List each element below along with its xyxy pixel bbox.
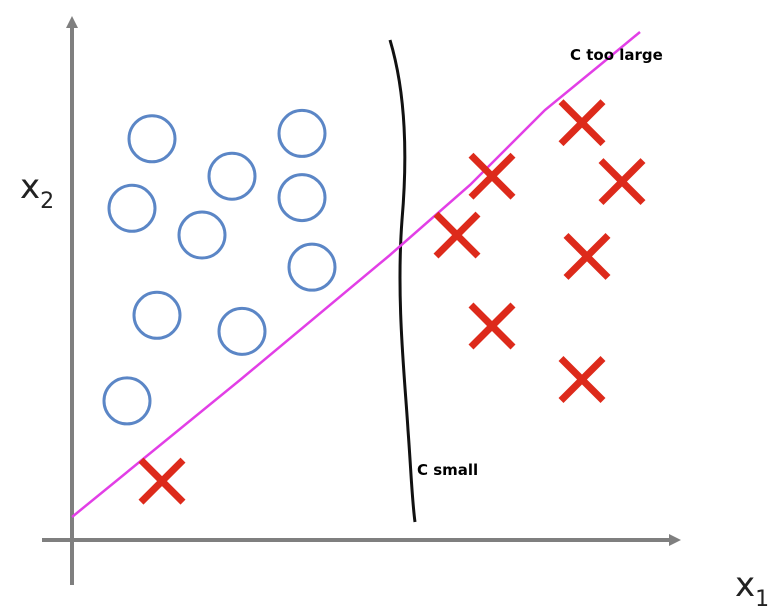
negative-sample-circle <box>217 306 267 356</box>
negative-sample-circle <box>277 173 327 223</box>
negative-sample-circle <box>287 242 337 292</box>
x-axis-label: x1 <box>735 565 770 612</box>
label-c-too-large: C too large <box>570 46 663 64</box>
label-c-small: C small <box>417 461 479 479</box>
negative-sample-circle <box>177 210 227 260</box>
negative-sample-circle <box>127 114 177 164</box>
positive-sample-cross <box>468 302 516 350</box>
y-axis-label: x2 <box>20 167 55 214</box>
positive-sample-cross <box>433 211 481 259</box>
negative-sample-circle <box>102 376 152 426</box>
positive-sample-cross <box>563 232 611 280</box>
positive-sample-cross <box>138 457 186 505</box>
negative-sample-circle <box>207 151 257 201</box>
positive-sample-cross <box>558 356 606 403</box>
boundary-small-c <box>388 39 417 523</box>
positive-sample-cross <box>558 99 606 147</box>
data-points <box>102 99 646 505</box>
positive-sample-cross <box>598 158 646 206</box>
boundary-large-c <box>71 31 641 518</box>
positive-sample-cross <box>468 152 516 200</box>
negative-sample-circle <box>277 108 327 158</box>
negative-sample-circle <box>132 290 182 340</box>
negative-sample-circle <box>107 183 157 233</box>
